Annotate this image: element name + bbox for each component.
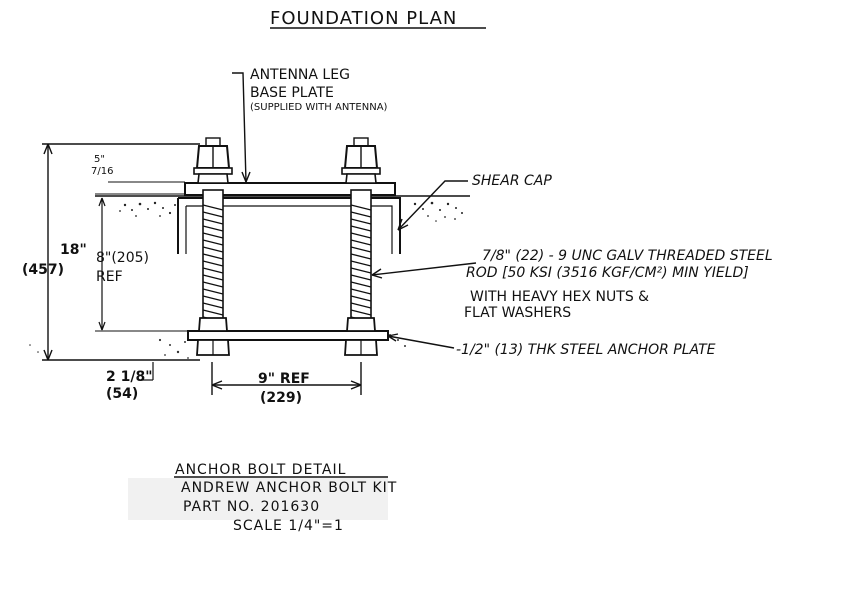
base-plate-callout-3: (SUPPLIED WITH ANTENNA)	[250, 102, 388, 113]
base-plate	[184, 182, 396, 196]
shear-cap	[177, 197, 401, 254]
top-projection-dimension	[95, 181, 185, 195]
threaded-rod-callout-1: 7/8" (22) - 9 UNC GALV THREADED STEEL	[482, 248, 773, 264]
left-bottom-hex-nut	[196, 317, 230, 356]
embedment-ref: REF	[96, 269, 123, 285]
left-top-hex-nut	[193, 137, 233, 184]
detail-line-2: PART NO. 201630	[183, 499, 320, 515]
anchor-level-texture	[29, 334, 406, 359]
overall-height-label: 18"	[60, 242, 87, 258]
bottom-offset-dimension	[142, 362, 154, 381]
threaded-rod-callout-4: FLAT WASHERS	[464, 305, 571, 321]
title-block-shading	[128, 478, 388, 520]
anchor-plate-leader	[387, 335, 455, 349]
base-plate-leader	[232, 72, 247, 183]
bottom-offset-label: 2 1/8"	[106, 369, 153, 385]
bolt-spacing-label: 9" REF	[258, 371, 310, 387]
bolt-spacing-metric: (229)	[260, 390, 302, 406]
threaded-rod-callout-3: WITH HEAVY HEX NUTS &	[470, 289, 649, 305]
left-threaded-rod	[202, 189, 224, 331]
detail-heading: ANCHOR BOLT DETAIL	[175, 462, 346, 478]
right-threaded-rod	[350, 189, 372, 331]
bottom-offset-metric: (54)	[106, 386, 138, 402]
embedment-label: 8"(205)	[96, 250, 149, 266]
detail-line-3: SCALE 1/4"=1	[233, 518, 344, 534]
right-top-hex-nut	[341, 137, 381, 184]
shear-cap-callout: SHEAR CAP	[472, 173, 552, 189]
overall-height-metric: (457)	[22, 262, 64, 278]
threaded-rod-callout-2: ROD [50 KSI (3516 KGF/CM²) MIN YIELD]	[466, 265, 749, 281]
drawing-title: FOUNDATION PLAN	[270, 8, 457, 29]
right-bottom-hex-nut	[344, 317, 378, 356]
shear-cap-leader	[397, 180, 468, 231]
threaded-rod-leader	[371, 262, 477, 276]
overall-height-dimension	[42, 143, 200, 361]
embedment-dimension	[98, 197, 106, 331]
base-plate-callout-2: BASE PLATE	[250, 85, 334, 101]
anchor-plate-callout: -1/2" (13) THK STEEL ANCHOR PLATE	[456, 342, 716, 358]
anchor-plate	[187, 330, 389, 341]
ground-surface-texture	[119, 201, 463, 222]
top-projection-label: 5"	[94, 154, 105, 165]
detail-line-1: ANDREW ANCHOR BOLT KIT	[181, 480, 397, 496]
base-plate-callout-1: ANTENNA LEG	[250, 67, 350, 83]
top-projection-fraction: 7/16	[91, 166, 113, 177]
bolt-spacing-dimension	[211, 362, 362, 395]
